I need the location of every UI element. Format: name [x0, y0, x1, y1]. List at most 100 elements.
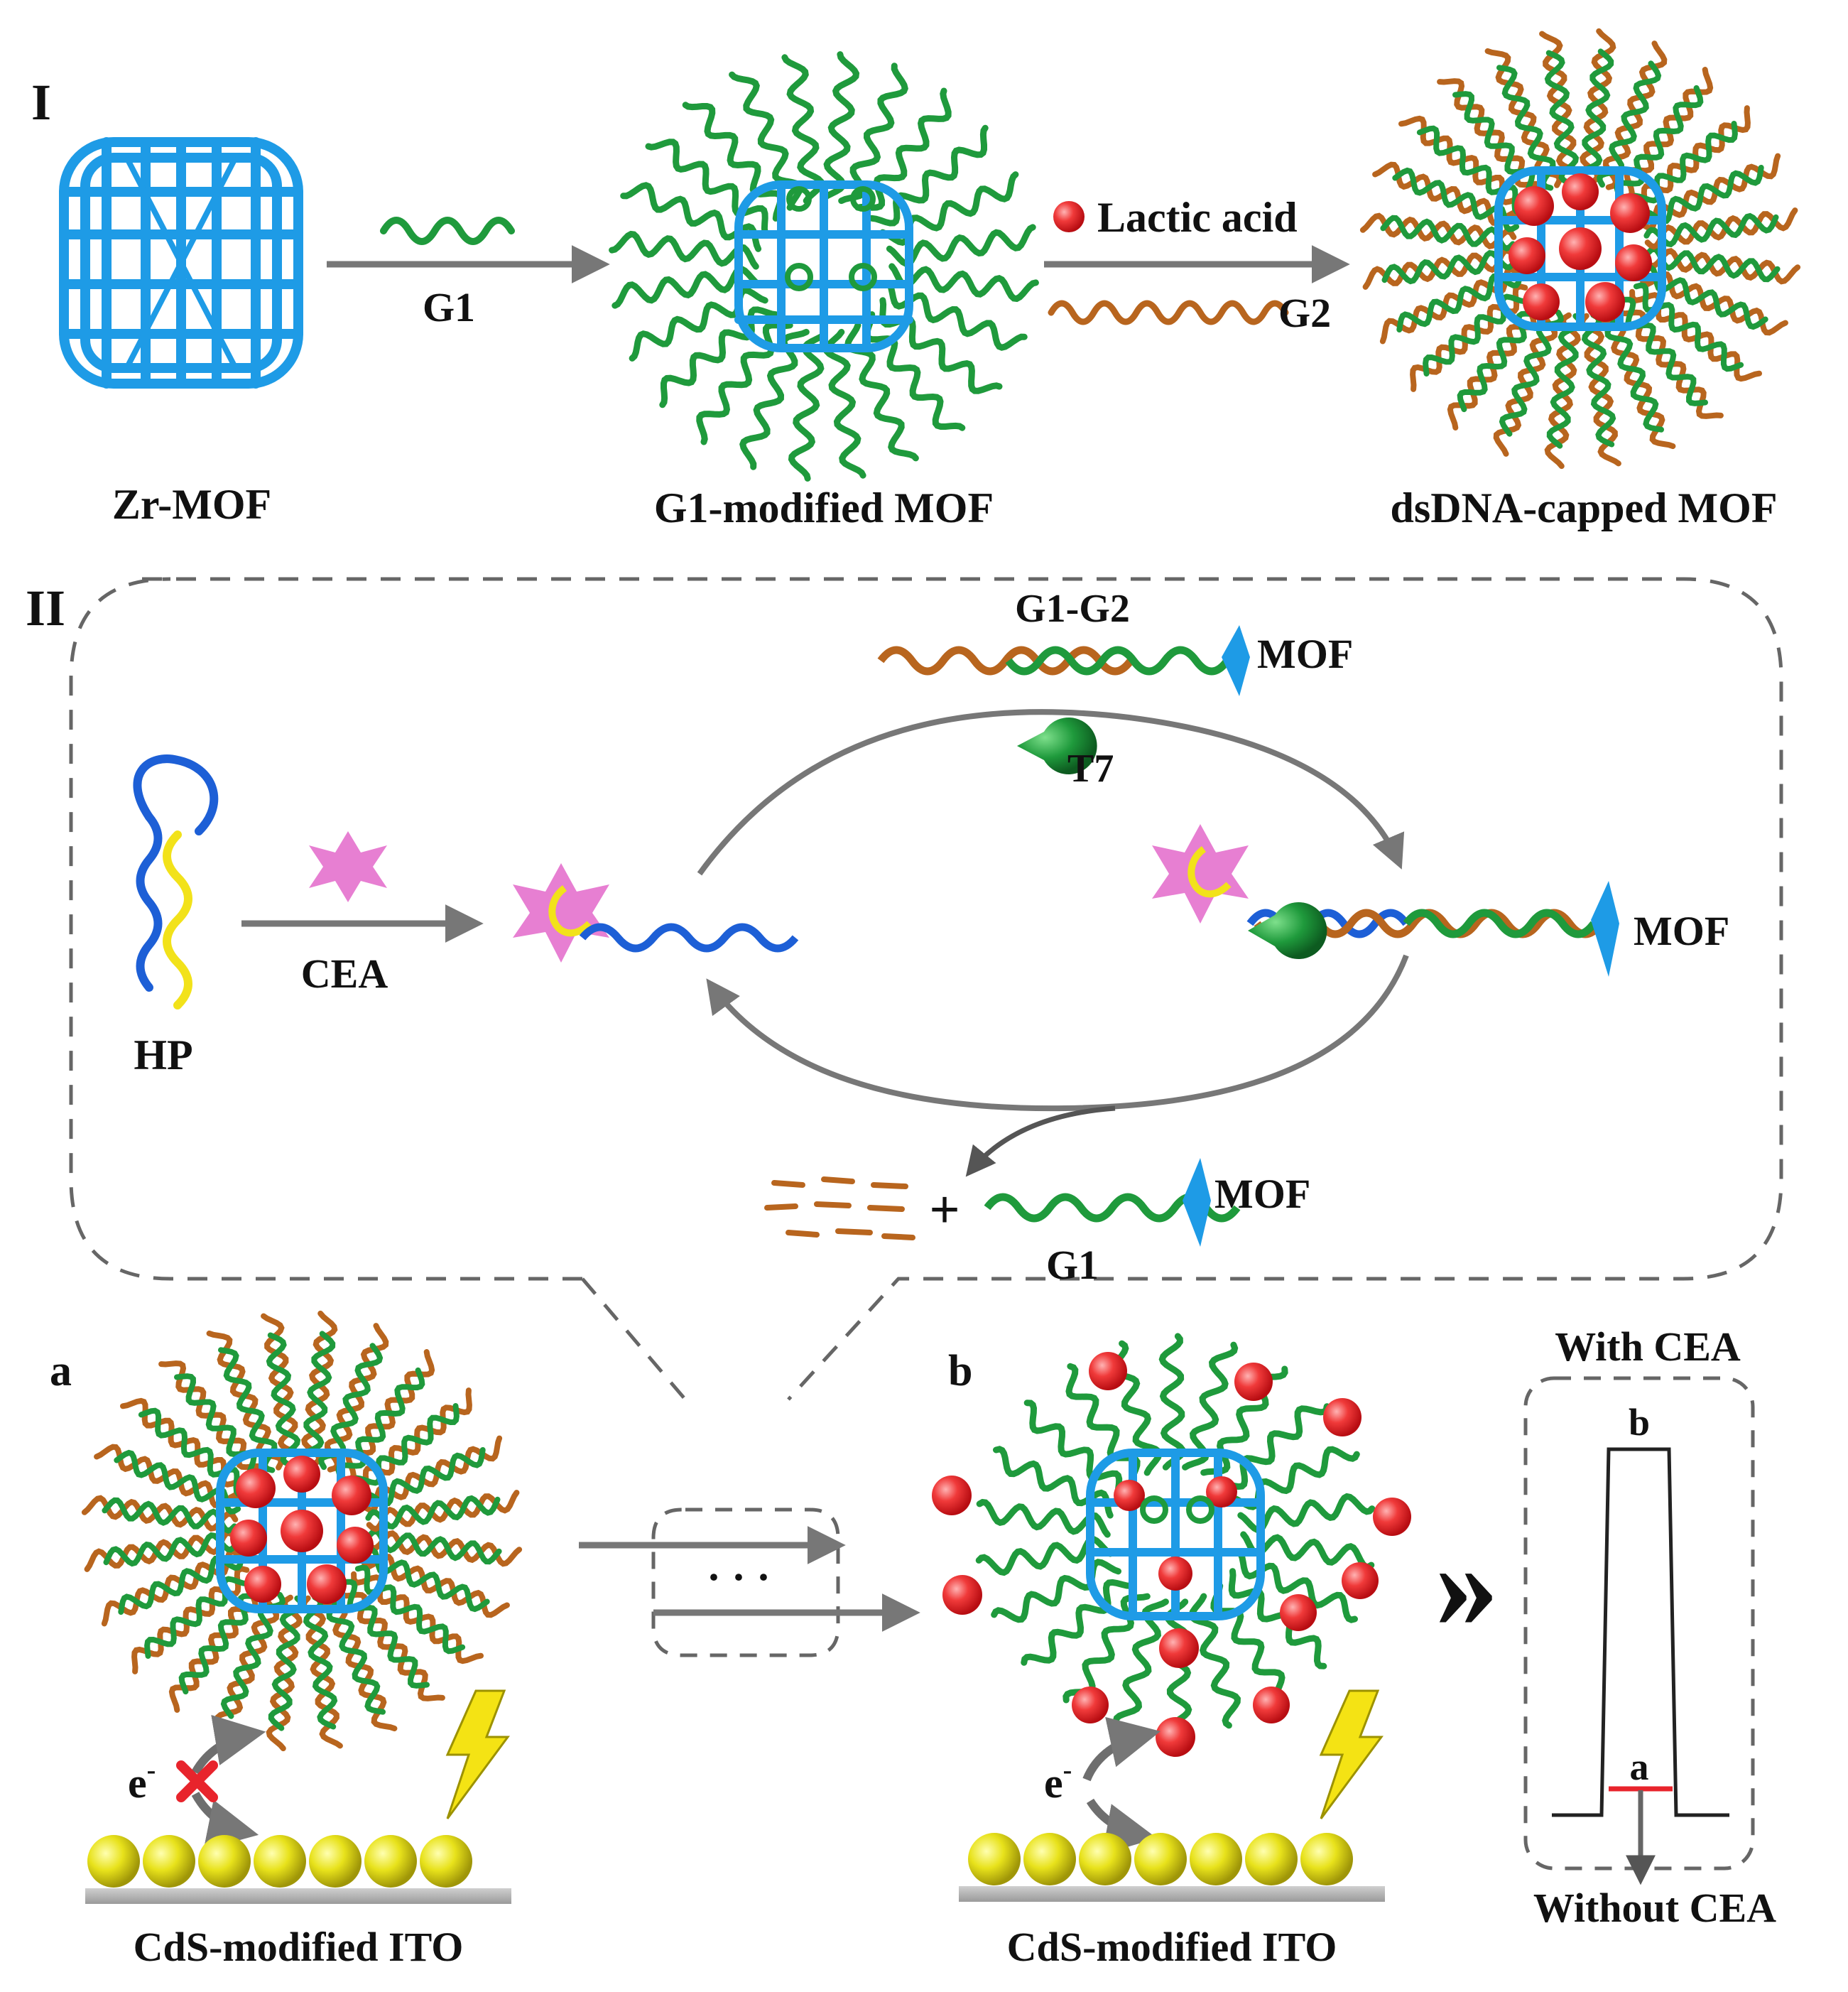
- dna-strand: [360, 1553, 510, 1618]
- dsdna-capped-mof-label: dsDNA-capped MOF: [1390, 485, 1777, 531]
- panel-label-I: I: [31, 74, 51, 131]
- signal-trace-b: [1552, 1447, 1729, 1817]
- electron-arc-b-bottom: [1086, 1798, 1158, 1855]
- dna-strand: [1372, 161, 1522, 227]
- g1-bottom-label: G1: [1046, 1242, 1099, 1288]
- mof-right-label: MOF: [1634, 908, 1729, 954]
- dna-strand: [178, 1584, 268, 1695]
- dna-strand: [324, 1323, 389, 1473]
- dna-strand: [354, 1564, 466, 1655]
- panel-label-II: II: [26, 580, 65, 637]
- lactic-acid-label: Lactic acid: [1097, 194, 1298, 241]
- dna-strand: [1457, 301, 1547, 413]
- dna-strand: [1602, 40, 1668, 190]
- part-II: II G1-G2 MOF T7 HP CEA: [26, 577, 1783, 1401]
- capped-mof-a-icon: [81, 1310, 523, 1752]
- zr-mof-label: Zr-MOF: [112, 481, 271, 528]
- dna-strand: [864, 311, 966, 431]
- dna-strand: [365, 1530, 523, 1567]
- t7-label: T7: [1067, 747, 1114, 791]
- dna-strand: [365, 1495, 501, 1530]
- dna-strand: [1496, 65, 1556, 191]
- g1-modified-mof-label: G1-modified MOF: [654, 485, 994, 531]
- dna-strand: [823, 328, 866, 479]
- cea-hp-complex: [513, 863, 799, 963]
- electron-label-a: e-: [128, 1755, 156, 1807]
- dna-strand: [299, 1331, 336, 1467]
- label-a: a: [50, 1347, 72, 1395]
- release-arc: [965, 1105, 1116, 1177]
- dna-strand: [854, 87, 952, 211]
- dna-strand: [94, 1444, 244, 1509]
- dna-strand: [366, 1528, 502, 1565]
- dna-strand: [1423, 290, 1533, 377]
- part-II-dashed-frame: [69, 577, 1783, 1401]
- dna-strand: [266, 1332, 301, 1468]
- with-cea-label: With CEA: [1555, 1324, 1741, 1370]
- cea-label: CEA: [301, 951, 388, 997]
- bottom-section: a b e-: [50, 1310, 1776, 1970]
- dna-strand: [886, 224, 1036, 267]
- dsdna-capped-mof-icon: [1359, 28, 1801, 470]
- dna-strand: [682, 102, 784, 222]
- trace-a-label: a: [1630, 1745, 1649, 1788]
- g1g2-duplex-top: [877, 625, 1250, 696]
- dna-strand: [266, 1594, 303, 1752]
- dna-strand: [1381, 249, 1517, 285]
- dna-strand: [1359, 212, 1517, 249]
- without-cea-label: Without CEA: [1533, 1885, 1776, 1931]
- dna-strand: [1416, 125, 1528, 215]
- mof-bottom-label: MOF: [1214, 1171, 1310, 1217]
- dna-strand: [218, 1347, 278, 1473]
- dna-strand: [1493, 307, 1558, 457]
- hp-label: HP: [134, 1032, 192, 1078]
- dna-strand: [300, 1595, 343, 1749]
- plus-sign: +: [929, 1180, 960, 1240]
- dna-strand: [103, 1532, 239, 1567]
- ellipsis-text: · · ·: [707, 1554, 771, 1601]
- dna-strand: [612, 266, 762, 309]
- dna-strand: [1544, 312, 1581, 470]
- dna-strand: [1362, 247, 1516, 290]
- g1-strand-icon: [380, 217, 515, 245]
- released-mof-b-icon: [975, 1333, 1376, 1736]
- dna-strand: [1539, 31, 1582, 185]
- g1-label: G1: [423, 284, 475, 330]
- electron-label-b: e-: [1044, 1755, 1072, 1807]
- cds-ito-b: [959, 1833, 1385, 1902]
- label-b: b: [948, 1347, 972, 1395]
- dna-strand: [138, 1407, 249, 1498]
- part-I: I Zr-MOF G1: [31, 28, 1801, 531]
- cds-ito-a: [85, 1835, 511, 1904]
- dna-strand: [1638, 271, 1788, 336]
- dna-strand: [1188, 1593, 1241, 1729]
- electron-arc-a-top: [191, 1714, 266, 1775]
- dna-strand: [820, 51, 860, 202]
- dna-strand: [1633, 282, 1744, 372]
- dna-strand: [609, 230, 759, 270]
- dna-strand: [888, 263, 1039, 303]
- dna-strand: [1581, 312, 1616, 448]
- dna-strand: [1021, 1579, 1134, 1666]
- dna-strand: [1217, 1403, 1330, 1490]
- dna-strand: [268, 1595, 305, 1731]
- trace-b-label: b: [1629, 1401, 1650, 1444]
- dna-strand: [1643, 212, 1779, 248]
- dna-strand: [1023, 1400, 1123, 1501]
- blocked-x-icon: [176, 1760, 218, 1802]
- dna-strand: [84, 1530, 238, 1572]
- electron-arc-b-top: [1082, 1716, 1161, 1782]
- dna-strand: [1614, 85, 1704, 196]
- dna-strand: [349, 1403, 460, 1490]
- light-bolt-b-icon: [1319, 1689, 1384, 1819]
- dna-strand: [993, 1446, 1114, 1519]
- dna-strand: [303, 1594, 338, 1730]
- dna-strand: [788, 331, 827, 482]
- g2-label: G2: [1278, 290, 1331, 336]
- t7-exonuclease-icon: [1017, 718, 1097, 774]
- ellipsis-dashed-box: [651, 1507, 840, 1657]
- cea-duplex-complex: [1152, 824, 1619, 977]
- lactic-acid-dot-icon: [1053, 201, 1085, 232]
